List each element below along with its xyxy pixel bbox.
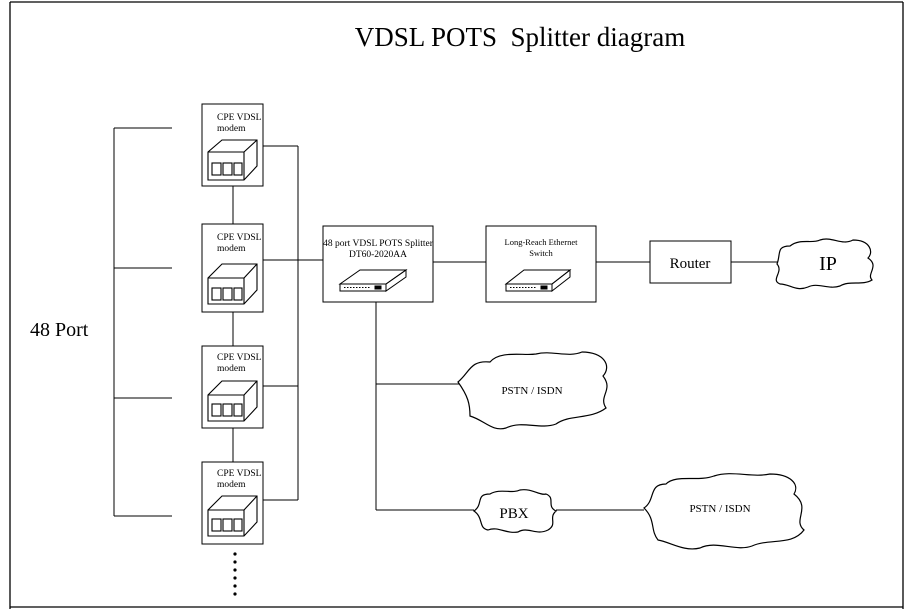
ip-cloud: IP	[775, 238, 874, 290]
cpe-modem-1-label-line1: CPE VDSL	[217, 113, 262, 123]
splitter-voice-bus	[375, 302, 474, 511]
switch-label-line1: Long-Reach Ethernet	[505, 237, 579, 247]
cpe-modem-2-label-line2: modem	[217, 244, 246, 254]
ip-cloud-label: IP	[819, 253, 837, 275]
cpe-modem-2-label-line1: CPE VDSL	[217, 233, 262, 243]
router-label: Router	[670, 256, 711, 272]
switch-device-icon	[504, 268, 572, 293]
more-modems-dots	[233, 552, 237, 596]
switch-label-line2: Switch	[529, 248, 553, 258]
pstn-isdn-cloud-1: PSTN / ISDN	[457, 351, 608, 430]
diagram-border	[9, 1, 904, 609]
cpe-modem-4-label-line2: modem	[217, 480, 246, 490]
pbx-cloud: PBX	[472, 489, 558, 533]
pstn-isdn-cloud-2: PSTN / ISDN	[643, 473, 805, 550]
cpe-modem-3: CPE VDSL modem	[201, 345, 264, 429]
port-count-label: 48 Port	[30, 319, 89, 341]
vdsl-pots-splitter: 48 port VDSL POTS Splitter DT60-2020AA	[322, 225, 434, 303]
cpe-modem-2: CPE VDSL modem	[201, 223, 264, 313]
splitter-device-icon	[338, 269, 408, 292]
long-reach-ethernet-switch: Long-Reach Ethernet Switch	[485, 225, 597, 303]
diagram-title: VDSL POTS Splitter diagram	[355, 22, 686, 52]
cpe-modem-3-label-line2: modem	[217, 364, 246, 374]
modem-icon	[207, 263, 258, 305]
cpe-modem-1: CPE VDSL modem	[201, 103, 264, 187]
modem-icon	[207, 495, 258, 537]
cpe-modem-1-label-line2: modem	[217, 124, 246, 134]
splitter-label-line1: 48 port VDSL POTS Splitter	[323, 239, 434, 249]
cpe-modem-4: CPE VDSL modem	[201, 461, 264, 545]
cpe-modem-4-label-line1: CPE VDSL	[217, 469, 262, 479]
cpe-modem-3-label-line1: CPE VDSL	[217, 353, 262, 363]
modem-icon	[207, 380, 258, 422]
router: Router	[649, 240, 732, 284]
splitter-label-line2: DT60-2020AA	[349, 250, 407, 260]
port-bracket	[113, 127, 172, 517]
modem-uplink-bus	[263, 145, 323, 501]
modem-icon	[207, 139, 258, 181]
pstn-isdn-cloud-1-label: PSTN / ISDN	[501, 385, 562, 397]
pstn-isdn-cloud-2-label: PSTN / ISDN	[689, 503, 750, 515]
pbx-cloud-label: PBX	[499, 506, 528, 522]
